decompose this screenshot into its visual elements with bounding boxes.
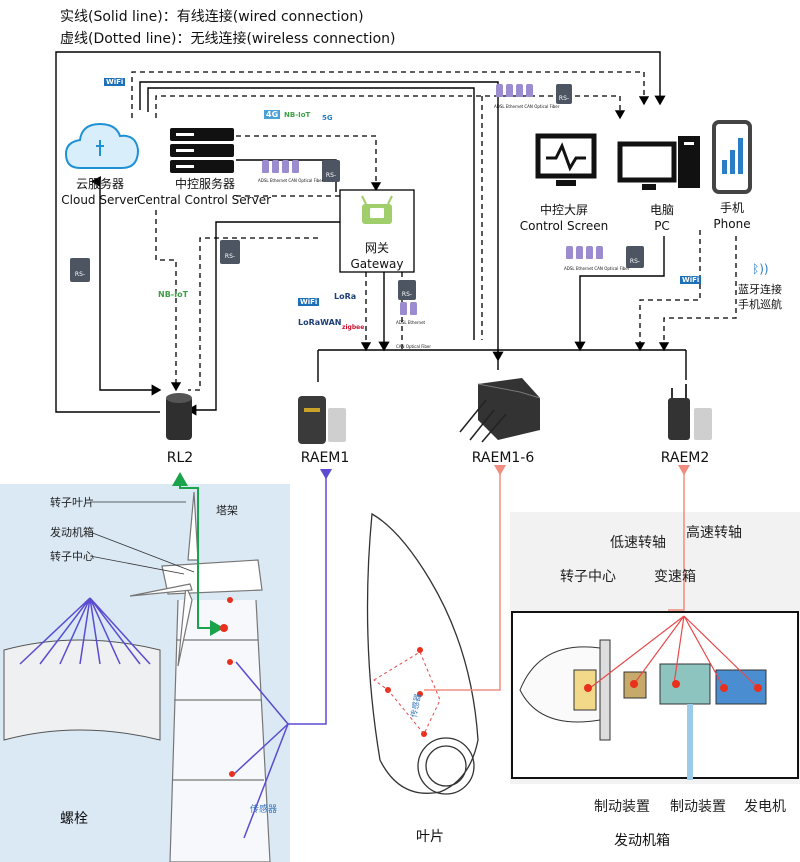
wire-outer-loop (55, 51, 666, 413)
pc-icon (617, 136, 700, 190)
gearbox-label: 变速箱 (654, 569, 696, 585)
rs485-badge-1: RS-485 (70, 258, 90, 312)
purple-links-raem1 (19, 469, 332, 839)
phone-label-cn: 手机 (719, 201, 744, 215)
raem16-device-icon (459, 378, 541, 443)
low-shaft-label: 低速转轴 (610, 535, 666, 551)
raem2-label: RAEM2 (660, 450, 710, 466)
nacelle-title: 发动机箱 (614, 833, 670, 849)
rl2-label: RL2 (166, 450, 194, 466)
blade-drawing (366, 512, 479, 795)
nbiot-chip-2: NB-IoT (158, 290, 189, 299)
wifi-chip-3: WiFi (680, 276, 702, 284)
brake-label-1: 制动装置 (594, 799, 650, 815)
5g-chip: 5G (322, 114, 333, 122)
lorawan-chip: LoRaWAN (298, 318, 342, 327)
wireless-central-gateway (236, 135, 382, 192)
control-screen-label-en: Control Screen (519, 219, 609, 233)
bluetooth-label-1: 蓝牙连接 (738, 283, 782, 296)
wireless-loop-2 (155, 95, 626, 120)
rs485-badge-6: RS-485 (626, 246, 644, 297)
raem2-device-icon (668, 384, 712, 440)
wireless-loop-1 (131, 71, 650, 118)
turbine-hub-label: 转子中心 (50, 550, 94, 563)
pc-label-en: PC (654, 219, 670, 233)
wireless-gateway-rl2 (188, 237, 318, 391)
blade-title: 叶片 (416, 829, 444, 845)
bluetooth-icon: ᛒ)) (752, 262, 769, 276)
salmon-link-raem16 (424, 465, 506, 691)
high-shaft-label: 高速转轴 (686, 525, 742, 541)
pc-label-cn: 电脑 (649, 203, 674, 217)
cloud-server-label-cn: 云服务器 (75, 177, 124, 191)
wire-central-bus (147, 87, 475, 340)
raem1-label: RAEM1 (300, 450, 350, 466)
bus-labels-2: ADSL Ethernet CAN Optical Fiber (494, 104, 560, 109)
sensor-dots (220, 597, 762, 777)
rl2-device-icon (166, 393, 192, 440)
bus-connectors-1 (262, 160, 299, 173)
lora-chip: LoRa (334, 292, 357, 301)
legend-dotted: 虚线(Dotted line)：无线连接(wireless connection… (60, 31, 396, 47)
salmon-link-raem2 (668, 465, 690, 611)
bus-labels-3: ADSL Ethernet (396, 320, 426, 325)
wireless-phone-bus (634, 230, 701, 352)
bus-labels-3b: CAN Optical Fiber (396, 344, 431, 349)
wire-pc-bus (574, 236, 665, 352)
turbine-blade-label: 转子叶片 (50, 496, 94, 509)
wire-cloud-rl2 (99, 186, 162, 396)
bus-connectors-2 (496, 84, 533, 97)
gateway-label-cn: 网关 (364, 241, 389, 255)
wireless-central-rl2 (155, 210, 182, 392)
brake-label-2: 制动装置 (670, 799, 726, 815)
phone-label-en: Phone (713, 217, 751, 231)
central-server-label-en: Central Control Server (136, 193, 272, 207)
bolt-label: 螺栓 (60, 811, 88, 827)
bluetooth-label-2: 手机巡航 (738, 298, 782, 311)
turbine-tower-label: 塔架 (216, 504, 238, 517)
wifi-chip-1: WiFi (104, 78, 126, 86)
raem1-device-icon (298, 396, 346, 444)
gateway-box (339, 189, 415, 273)
cloud-server-label-en: Cloud Server (61, 193, 139, 207)
raem16-label: RAEM1-6 (471, 450, 535, 466)
control-screen-label-cn: 中控大屏 (539, 203, 588, 217)
gateway-label-en: Gateway (350, 257, 404, 271)
phone-icon (712, 120, 752, 194)
legend-solid: 实线(Solid line)：有线连接(wired connection) (60, 9, 364, 25)
bus-labels-1: ADSL Ethernet CAN Optical Fiber (258, 178, 324, 183)
router-icon (361, 195, 393, 224)
rs485-badge-2: RS-485 (220, 240, 240, 294)
wireless-bluetooth (658, 236, 737, 352)
rs485-badge-4: RS-485 (398, 280, 416, 328)
turbine-nacelle-label: 发动机箱 (50, 526, 94, 539)
rs485-badge-3: RS-485 (322, 160, 340, 211)
nbiot-chip-1: NB-IoT (284, 111, 311, 119)
rs485-badge-5: RS-485 (556, 84, 572, 132)
nacelle-hub-label: 转子中心 (560, 569, 616, 585)
bus-labels-4: ADSL Ethernet CAN Optical Fiber (564, 266, 630, 271)
central-server-label-cn: 中控服务器 (174, 177, 235, 191)
cloud-icon (64, 122, 140, 169)
nacelle-drawing (519, 639, 767, 780)
bus-connectors-3 (400, 302, 417, 315)
wire-central-raem16 (139, 81, 504, 362)
generator-label: 发电机 (744, 799, 786, 815)
control-screen-icon (535, 133, 597, 186)
bus-connectors-4 (566, 246, 603, 259)
turbine-sensor-label: 传感器 (250, 805, 278, 815)
wire-gateway-rl2 (186, 221, 340, 416)
bolt-ring (3, 639, 161, 741)
4g-chip: 4G (264, 110, 281, 119)
wifi-chip-2: WiFi (298, 298, 320, 306)
server-icon (170, 128, 234, 173)
zigbee-chip: zigbee (342, 324, 365, 331)
